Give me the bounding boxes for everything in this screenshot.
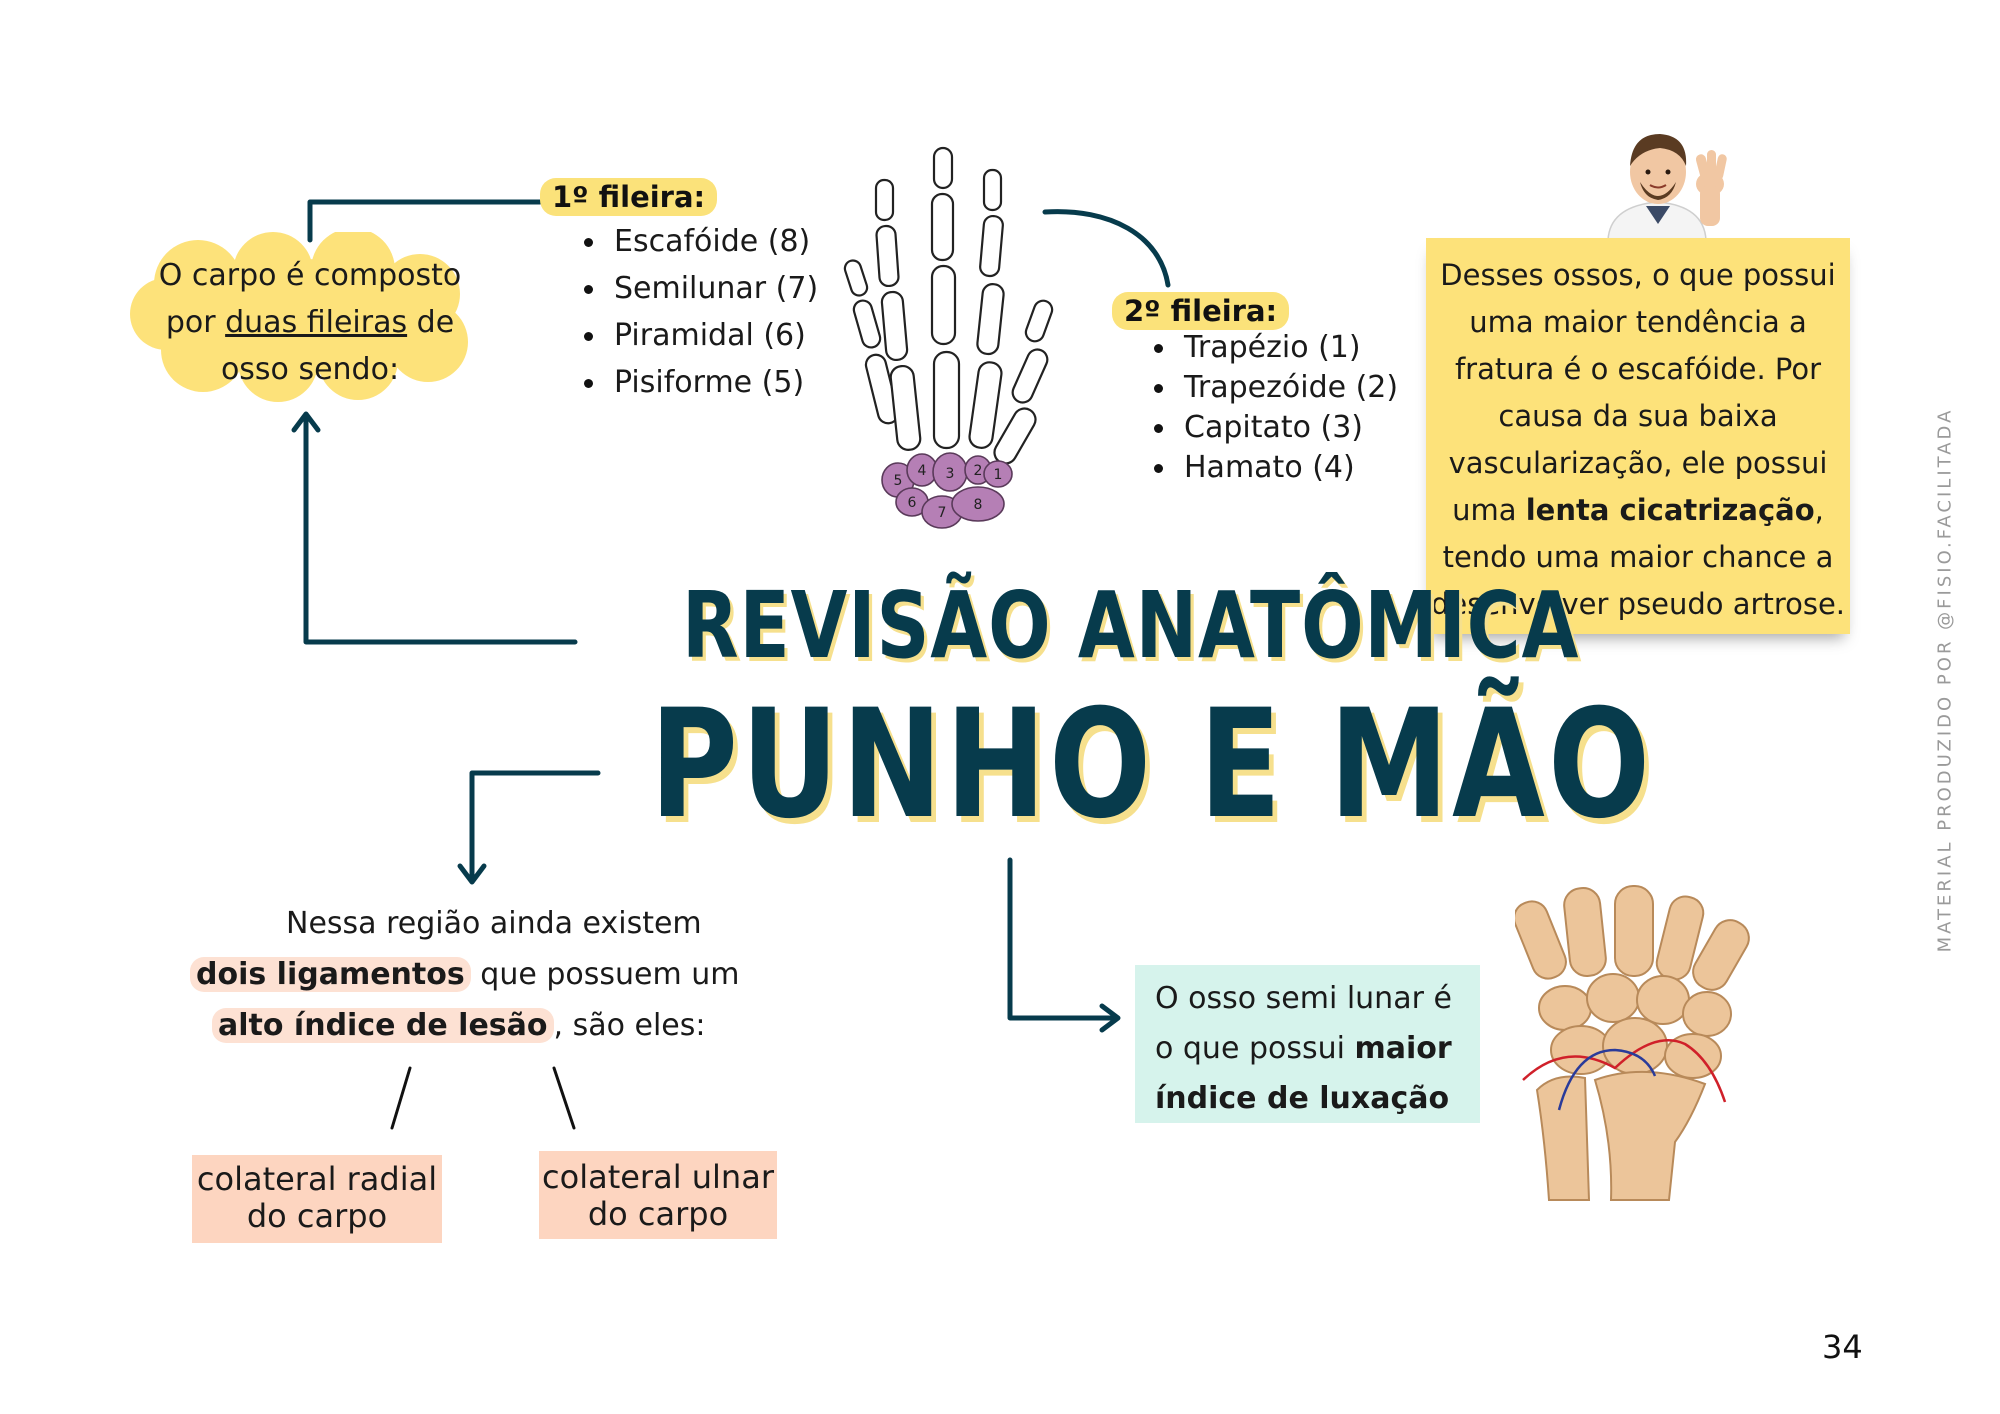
list-item: Semilunar (7) [578,265,818,312]
note-line: desenvolver pseudo artrose. [1430,587,1846,621]
list-item: Pisiforme (5) [578,359,818,406]
ligaments-line1: Nessa região ainda existem [286,906,702,941]
note-line: causa da sua baixa [1498,399,1778,433]
cloud-underline: duas fileiras [225,305,408,340]
radial-line2: do carpo [246,1197,388,1235]
note-line6-pre: uma [1452,493,1526,527]
highlight: dois ligamentos [190,957,471,992]
ligaments-line3-post: , são eles: [553,1008,706,1043]
note-line: tendo uma maior chance a [1442,540,1834,574]
radial-collateral-box: colateral radial do carpo [192,1155,442,1243]
page-number: 34 [1822,1328,1863,1366]
lunate-bold: maior [1354,1031,1452,1066]
carpal-number: 2 [974,463,983,479]
carpal-number: 6 [908,495,917,511]
title-line1: REVISÃO ANATÔMICA [682,572,1580,679]
ulnar-line1: colateral ulnar [542,1158,774,1196]
hand-skeleton-illustration: 5 4 3 2 1 6 7 8 [843,146,1054,529]
row1-list: Escafóide (8) Semilunar (7) Piramidal (6… [578,218,818,406]
cloud-line1: O carpo é composto [158,258,462,293]
list-item: Trapézio (1) [1148,328,1398,368]
list-item: Capitato (3) [1148,408,1398,448]
radial-line1: colateral radial [196,1160,438,1198]
carpal-number: 8 [974,497,983,513]
row2-list: Trapézio (1) Trapezóide (2) Capitato (3)… [1148,328,1398,488]
lunate-line1: O osso semi lunar é [1155,981,1452,1016]
ulnar-line2: do carpo [587,1195,729,1233]
carpal-number: 3 [946,466,955,482]
side-credit: MATERIAL PRODUZIDO POR @FISIO.FACILITADA [1934,407,1956,953]
ligaments-line2: dois ligamentos que possuem um [190,949,750,1000]
carpal-number: 1 [994,467,1003,483]
ligaments-text: Nessa região ainda existem dois ligament… [190,898,750,1051]
avatar-illustration [1607,134,1727,240]
note-line6-post: , [1814,493,1824,527]
ulnar-collateral-box: colateral ulnar do carpo [539,1151,777,1239]
row2-label: 2º fileira: [1112,292,1290,330]
note-line: fratura é o escafóide. Por [1454,352,1822,386]
connector-title-cloud [303,415,578,645]
scaphoid-note: Desses ossos, o que possui uma maior ten… [1426,238,1850,634]
note-line: uma maior tendência a [1469,305,1807,339]
note-line: uma lenta cicatrização, [1426,487,1850,534]
carpal-number: 7 [938,505,947,521]
cloud-line2: por duas fileiras de [140,299,480,346]
lunate-line2: o que possui maior [1155,1024,1480,1074]
highlight: alto índice de lesão [212,1008,554,1043]
cloud-line2-post: de [407,305,455,340]
carpal-number: 4 [918,463,927,479]
lunate-line2-pre: o que possui [1155,1031,1355,1066]
arrowhead-cloud [291,411,321,433]
note-bold: lenta cicatrização [1525,493,1815,527]
note-line: Desses ossos, o que possui [1440,258,1836,292]
wrist-bones-illustration [1515,885,1750,1201]
cloud-shape [130,232,468,402]
list-item: Trapezóide (2) [1148,368,1398,408]
lunate-note: O osso semi lunar é o que possui maior í… [1135,965,1480,1123]
branch-right [552,1066,576,1130]
cloud-line2-pre: por [165,305,226,340]
cloud-line3: osso sendo: [220,352,400,387]
branch-left [390,1066,412,1130]
title-line2: PUNHO E MÃO [650,678,1654,852]
arrowhead-lunate [1099,1003,1121,1033]
note-line: vascularização, ele possui [1448,446,1828,480]
lunate-line3: índice de luxação [1155,1074,1480,1124]
connector-title-ligaments [469,770,601,883]
row1-label: 1º fileira: [540,178,718,216]
list-item: Piramidal (6) [578,312,818,359]
carpal-number: 5 [894,473,903,489]
arrowhead-ligaments [457,863,487,885]
list-item: Escafóide (8) [578,218,818,265]
cloud-text: O carpo é composto por duas fileiras de … [140,252,480,393]
lunate-bold: índice de luxação [1155,1081,1450,1116]
connector-title-lunate [1007,857,1118,1021]
ligaments-line3: alto índice de lesão, são eles: [190,1000,750,1051]
ligaments-line2-post: que possuem um [470,957,740,992]
list-item: Hamato (4) [1148,448,1398,488]
